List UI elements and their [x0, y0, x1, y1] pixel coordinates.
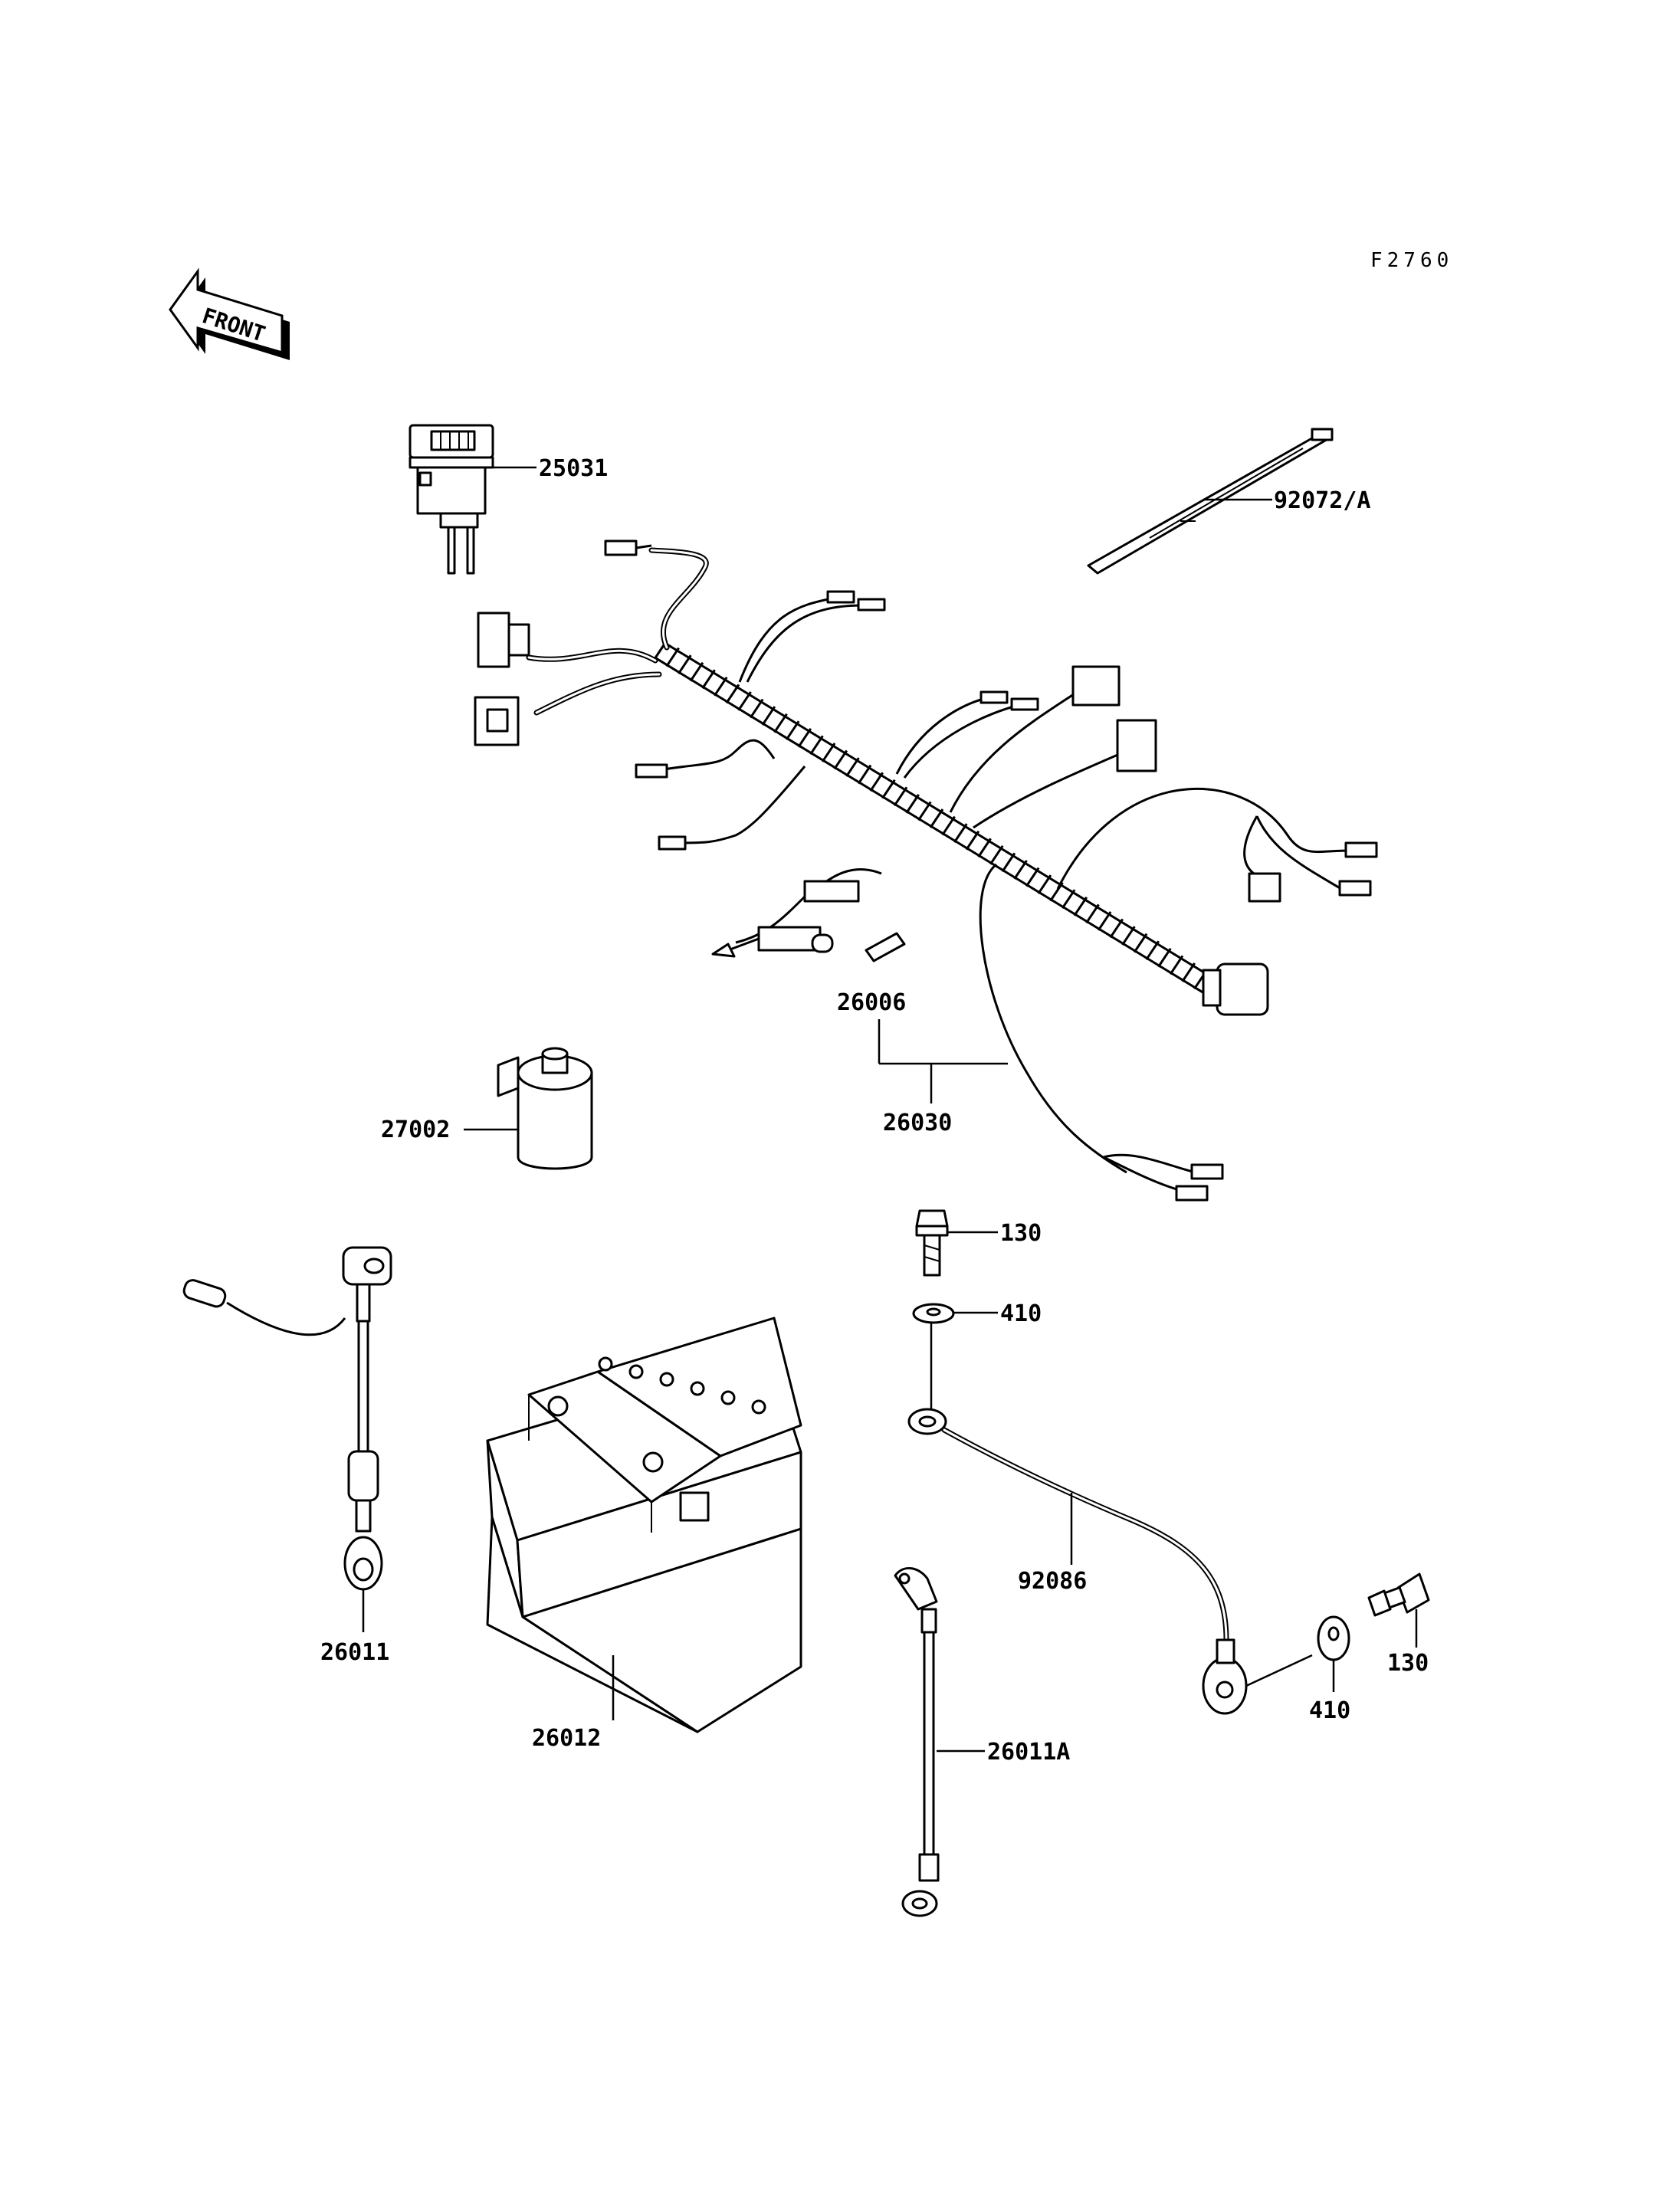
harness-wrap-band [1073, 896, 1088, 917]
harness-wrap-band [701, 669, 716, 690]
harness-wrap-band [1097, 911, 1112, 931]
part-label-26011A: 26011A [987, 1739, 1070, 1766]
part-label-26006: 26006 [837, 989, 906, 1016]
harness-wrap-band [941, 815, 956, 836]
harness-wrap-band [1157, 947, 1172, 968]
harness-wrap-band [689, 661, 704, 682]
harness-wrap-band [809, 735, 824, 756]
harness-wrap-band [785, 720, 800, 741]
washer-410-bottom [1317, 1615, 1350, 1692]
part-label-130-top: 130 [1000, 1220, 1042, 1247]
harness-wrap-band [833, 749, 848, 770]
harness-wrap-band [761, 706, 776, 726]
part-label-92086: 92086 [1018, 1568, 1087, 1595]
harness-wrap-band [1025, 867, 1040, 887]
harness-wrap-band [737, 691, 752, 711]
harness-wrap-band [714, 676, 728, 697]
harness-wrap-band [1169, 955, 1184, 976]
harness-wrap-band [869, 772, 884, 792]
harness-wrap-band [845, 757, 860, 777]
harness-wrap-band [1181, 962, 1196, 982]
harness-wrap-band [917, 801, 932, 821]
harness-wrap-band [797, 727, 812, 748]
harness-wrap-band [857, 764, 872, 785]
part-label-26011: 26011 [320, 1639, 389, 1666]
part-label-26030: 26030 [883, 1110, 952, 1136]
harness-wrap-band [1061, 889, 1076, 910]
harness-wrap-band [1037, 874, 1052, 894]
harness-wrap-band [1085, 903, 1100, 924]
part-label-130-bottom: 130 [1387, 1650, 1429, 1677]
part-label-26012: 26012 [532, 1725, 601, 1752]
harness-wrap-band [905, 794, 920, 814]
fuse-26006 [865, 932, 906, 962]
harness-wrap-band [678, 654, 692, 674]
front-arrow-icon: FRONT [169, 267, 290, 360]
part-label-410-top: 410 [1000, 1300, 1042, 1327]
ground-cable-92086 [907, 1408, 1313, 1715]
part-label-410-bottom: 410 [1309, 1697, 1350, 1724]
harness-wrap-band [893, 786, 908, 807]
washer-410-top [912, 1303, 998, 1408]
harness-wrap-band [773, 713, 788, 733]
relay-27002 [497, 1047, 593, 1170]
harness-wrap-band [977, 838, 992, 858]
harness-wrap-band [725, 684, 740, 704]
bolt-130-bottom [1367, 1572, 1430, 1648]
harness-wrap-band [929, 808, 944, 828]
part-label-25031: 25031 [539, 455, 608, 482]
harness-wrap-band [989, 844, 1004, 865]
harness-wrap-band [1109, 918, 1124, 939]
harness-wrap-band [1013, 860, 1028, 880]
part-label-27002: 27002 [381, 1117, 450, 1143]
harness-wrap-band [665, 647, 680, 667]
battery-cable-26011A [894, 1567, 985, 1917]
part-label-92072: 92072/A [1274, 487, 1370, 514]
battery-cable-26011 [182, 1246, 392, 1632]
harness-wrap-band [1001, 852, 1016, 873]
cable-tie-92072 [1087, 428, 1334, 575]
harness-wrap-band [1133, 933, 1148, 953]
harness-wrap-band [821, 743, 836, 762]
battery-26012 [486, 1317, 802, 1733]
diagram-code: F2760 [1370, 249, 1453, 272]
harness-wrap-band [1145, 940, 1160, 961]
harness-wrap-band [1121, 926, 1136, 946]
callout-26030 [878, 1019, 1008, 1103]
harness-wrap-band [953, 823, 968, 843]
wiring-harness-26030 [474, 539, 1378, 1202]
harness-wrap-band [749, 698, 764, 719]
bolt-130-top [915, 1209, 998, 1277]
harness-wrap-band [965, 830, 980, 851]
hour-meter-25031 [409, 424, 536, 575]
harness-wrap-band [881, 779, 896, 799]
